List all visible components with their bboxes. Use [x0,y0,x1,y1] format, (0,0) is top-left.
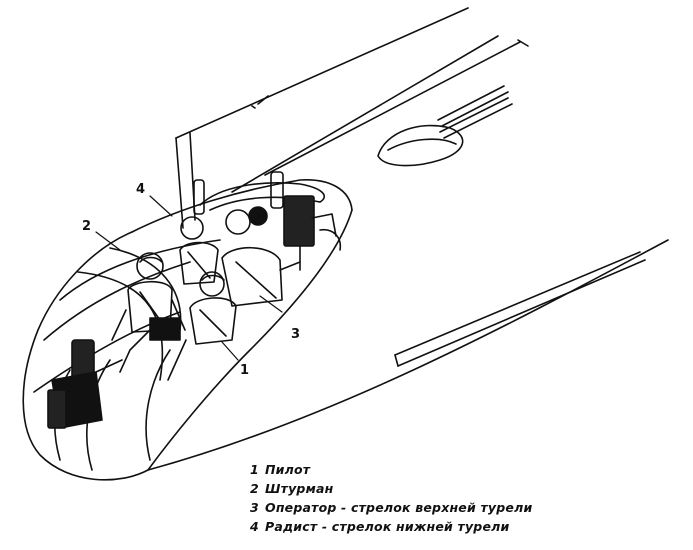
legend-item: 1 Пилот [250,462,580,481]
legend-number: 4 [250,519,259,534]
legend-item: 2 Штурман [250,481,580,500]
legend-number: 1 [250,462,259,477]
legend-label: Пилот [265,462,311,477]
callout-4: 4 [136,182,145,197]
pilot-figure [119,271,237,381]
callout-leaders [95,195,283,361]
callout-1: 1 [240,363,249,378]
legend-item: 3 Оператор - стрелок верхней турели [250,500,580,519]
nose-machine-gun [47,339,123,429]
legend-label: Радист - стрелок нижней турели [265,519,510,534]
legend-item: 4 Радист - стрелок нижней турели [250,519,580,538]
callout-2: 2 [82,219,91,234]
upper-turret-dome [377,124,464,167]
turret-guns [193,171,315,271]
upper-turret-barrels [437,85,513,139]
tail-fin [175,7,469,229]
gunner-figure [221,206,342,307]
callout-3: 3 [291,327,300,342]
radio-operator-figure [179,216,219,285]
legend-number: 3 [250,500,259,515]
legend-number: 2 [250,481,259,496]
fuselage-upper-edge [231,35,529,193]
legend-label: Штурман [265,481,334,496]
legend: 1 Пилот 2 Штурман 3 Оператор - стрелок в… [250,462,580,538]
fuselage-lower-edge [147,239,669,471]
legend-label: Оператор - стрелок верхней турели [265,500,533,515]
